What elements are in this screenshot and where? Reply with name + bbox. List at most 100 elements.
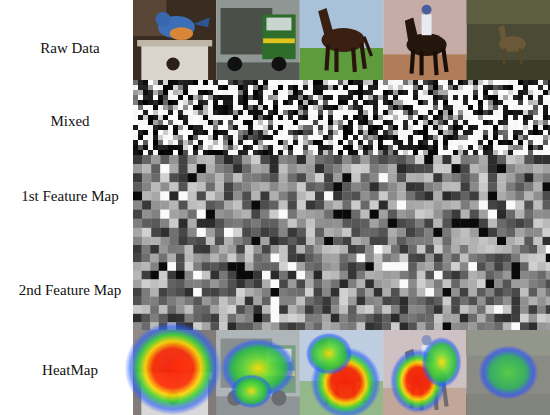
noise-pixel: [273, 85, 278, 90]
noise-pixel: [178, 80, 183, 85]
noise-pixel: [428, 120, 433, 125]
noise-pixel: [183, 140, 188, 145]
photo-thumbnail: [216, 0, 299, 80]
noise-pixel: [333, 115, 338, 120]
noise-pixel: [322, 279, 331, 288]
noise-pixel: [453, 100, 458, 105]
noise-pixel: [488, 80, 493, 85]
noise-pixel: [370, 228, 379, 237]
noise-pixel: [133, 125, 138, 130]
noise-pixel: [148, 110, 153, 115]
noise-pixel: [398, 120, 403, 125]
noise-pixel: [318, 145, 323, 150]
noise-pixel: [523, 95, 528, 100]
noise-pixel: [215, 219, 224, 228]
noise-pixel: [523, 85, 528, 90]
noise-pixel: [306, 182, 315, 191]
noise-pixel: [348, 85, 353, 90]
noise-pixel: [528, 140, 533, 145]
noise-pixel: [133, 271, 142, 280]
noise-pixel: [133, 279, 142, 288]
noise-pixel: [523, 115, 528, 120]
noise-pixel: [258, 85, 263, 90]
noise-pixel: [188, 150, 193, 155]
noise-pixel: [248, 115, 253, 120]
noise-pixel: [358, 95, 363, 100]
noise-pixel: [150, 279, 159, 288]
noise-pixel: [242, 219, 251, 228]
noise-pixel: [538, 115, 543, 120]
noise-pixel: [442, 191, 451, 200]
noise-pixel: [233, 219, 242, 228]
noise-pixel: [188, 130, 193, 135]
noise-pixel: [379, 182, 388, 191]
noise-pixel: [242, 228, 251, 237]
noise-pixel: [183, 120, 188, 125]
noise-pixel: [428, 110, 433, 115]
noise-pixel: [548, 120, 550, 125]
noise-pixel: [398, 130, 403, 135]
noise-pixel: [315, 228, 324, 237]
noise-pixel: [173, 140, 178, 145]
noise-pixel: [208, 145, 213, 150]
noise-pixel: [403, 105, 408, 110]
noise-pixel: [515, 219, 524, 228]
noise-pixel: [493, 120, 498, 125]
noise-pixel: [498, 135, 503, 140]
noise-pixel: [169, 191, 178, 200]
noise-pixel: [218, 110, 223, 115]
noise-pixel: [278, 95, 283, 100]
noise-pixel: [503, 245, 512, 254]
noise-pixel: [343, 135, 348, 140]
noise-pixel: [348, 105, 353, 110]
noise-pixel: [478, 130, 483, 135]
noise-pixel: [298, 145, 303, 150]
noise-pixel: [218, 85, 223, 90]
noise-pixel: [488, 95, 493, 100]
noise-pixel: [183, 95, 188, 100]
noise-pixel: [511, 271, 520, 280]
noise-pixel: [298, 85, 303, 90]
noise-pixel: [343, 80, 348, 85]
noise-pixel: [328, 115, 333, 120]
noise-pixel: [202, 245, 211, 254]
noise-pixel: [383, 80, 388, 85]
noise-pixel: [508, 130, 513, 135]
noise-pixel: [543, 85, 548, 90]
noise-pixel: [533, 237, 542, 245]
noise-pixel: [178, 95, 183, 100]
noise-pixel: [463, 105, 468, 110]
noise-pixel: [358, 105, 363, 110]
noise-pixel: [202, 271, 211, 280]
noise-pixel: [498, 115, 503, 120]
noise-pixel: [303, 95, 308, 100]
noise-pixel: [224, 210, 233, 219]
noise-pixel: [283, 125, 288, 130]
noise-pixel: [458, 145, 463, 150]
noise-pixel: [176, 279, 185, 288]
noise-pixel: [463, 115, 468, 120]
noise-pixel: [415, 191, 424, 200]
noise-pixel: [483, 80, 488, 85]
noise-pixel: [248, 125, 253, 130]
noise-pixel: [228, 150, 233, 155]
noise-pixel: [322, 271, 331, 280]
noise-pixel: [543, 173, 550, 182]
noise-pixel: [448, 120, 453, 125]
noise-pixel: [210, 245, 219, 254]
noise-pixel: [543, 90, 548, 95]
noise-pixel: [343, 105, 348, 110]
noise-pixel: [434, 262, 443, 271]
noise-pixel: [388, 105, 393, 110]
noise-pixel: [223, 80, 228, 85]
noise-pixel: [198, 135, 203, 140]
noise-pixel: [488, 191, 497, 200]
noise-pixel: [288, 105, 293, 110]
noise-pixel: [503, 110, 508, 115]
noise-pixel: [179, 182, 188, 191]
noise-pixel: [425, 254, 434, 263]
noise-pixel: [148, 135, 153, 140]
noise-pixel: [228, 120, 233, 125]
noise-pixel: [365, 245, 374, 254]
noise-pixel: [233, 237, 242, 245]
